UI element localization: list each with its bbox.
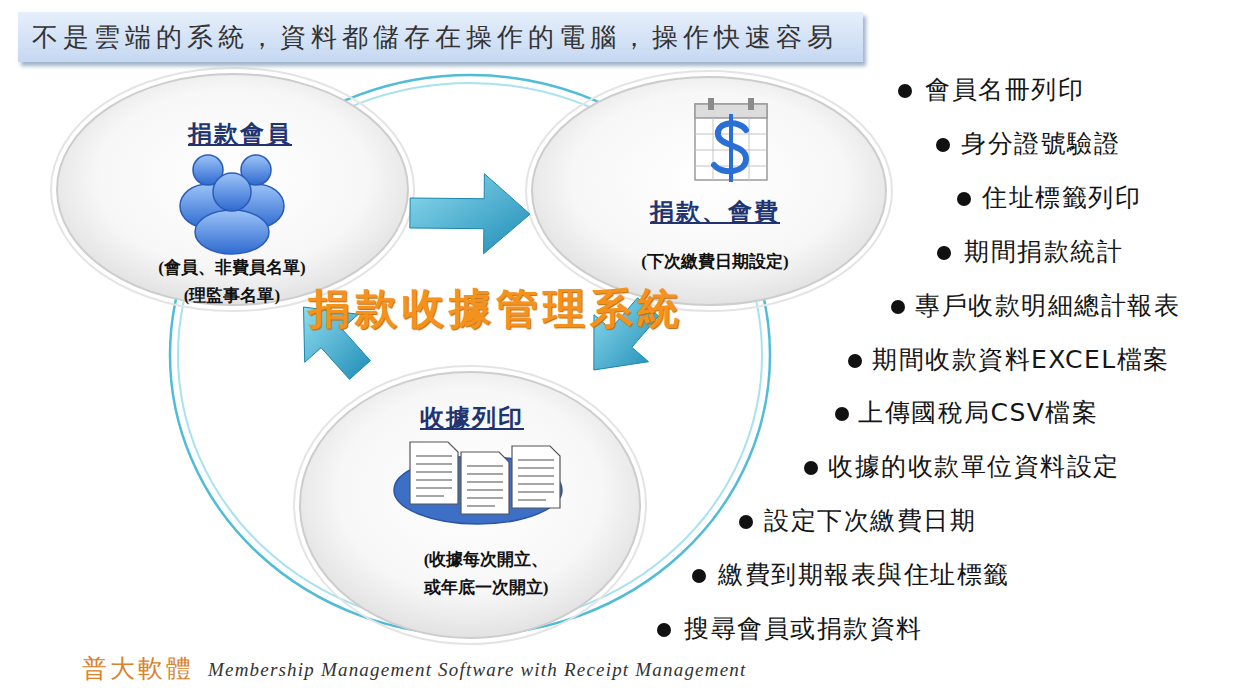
node-heading: 捐款會員 (120, 119, 360, 149)
flow-arrow (410, 174, 530, 254)
bullet-dot (848, 354, 862, 368)
feature-item: 期間收款資料EXCEL檔案 (872, 343, 1170, 377)
node-body: (下次繳費日期設定) (585, 248, 845, 276)
ellipse-halo (51, 68, 414, 311)
feature-item: 期間捐款統計 (964, 235, 1123, 269)
ellipse-fill (300, 372, 640, 638)
bullet-dot (835, 407, 849, 421)
title-text: 不是雲端的系統，資料都儲存在操作的電腦，操作快速容易 (32, 20, 838, 54)
bullet-dot (692, 569, 706, 583)
ellipse-halo (294, 366, 646, 644)
process-ellipse: 捐款會員 (會員、非費員名單) (理監事名單) (55, 72, 410, 307)
ellipse-outline (530, 75, 888, 307)
ellipse-halo (526, 71, 892, 311)
bullet-dot (898, 84, 912, 98)
feature-item: 收據的收款單位資料設定 (828, 450, 1120, 484)
node-heading: 收據列印 (352, 403, 592, 433)
feature-item: 身分證號驗證 (961, 127, 1120, 161)
feature-item: 搜尋會員或捐款資料 (684, 612, 923, 646)
process-ellipse: 收據列印 (收據每次開立、 或年底一次開立) (298, 370, 642, 640)
bullet-dot (957, 192, 971, 206)
feature-item: 繳費到期報表與住址標籤 (718, 558, 1010, 592)
process-ellipse: 捐款、會費 (下次繳費日期設定) (530, 75, 888, 307)
bullet-dot (937, 246, 951, 260)
node-body: (收據每次開立、 或年底一次開立) (386, 546, 586, 602)
ellipse-fill (532, 77, 886, 305)
node-heading: 捐款、會費 (595, 197, 835, 227)
brand-name: 普大軟體 (82, 653, 194, 685)
center-title: 捐款收據管理系統 (308, 284, 684, 334)
bullet-dot (739, 515, 753, 529)
title-banner: 不是雲端的系統，資料都儲存在操作的電腦，操作快速容易 (18, 12, 863, 62)
node-body: (會員、非費員名單) (理監事名單) (132, 254, 332, 310)
feature-item: 專戶收款明細總計報表 (915, 289, 1180, 323)
feature-item: 會員名冊列印 (925, 73, 1084, 107)
bullet-dot (891, 300, 905, 314)
bullet-dot (657, 623, 671, 637)
feature-item: 設定下次繳費日期 (764, 504, 976, 538)
feature-item: 上傳國稅局CSV檔案 (858, 396, 1098, 430)
feature-item: 住址標籤列印 (982, 181, 1141, 215)
brand-tagline: Membership Management Software with Rece… (208, 657, 746, 683)
bullet-dot (936, 138, 950, 152)
bullet-dot (804, 461, 818, 475)
